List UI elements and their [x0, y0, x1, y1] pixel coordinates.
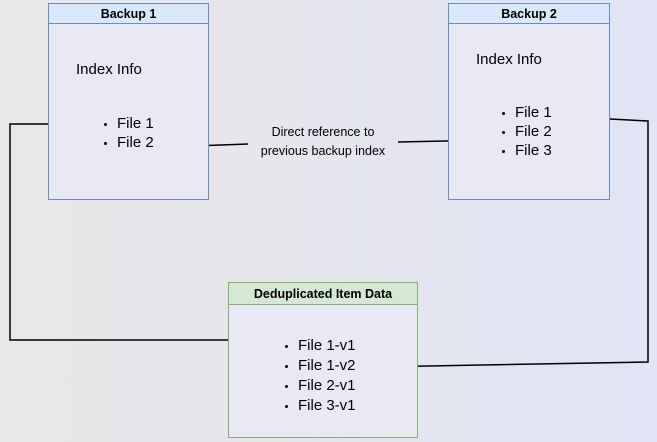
reference-annotation: Direct reference to previous backup inde… — [238, 123, 408, 161]
dedup-file-item: File 1-v1 — [298, 336, 356, 356]
dedup-node: Deduplicated Item Data File 1-v1 File 1-… — [228, 282, 418, 438]
backup2-file-item: File 1 — [515, 103, 552, 122]
backup2-index-info-label: Index Info — [476, 51, 542, 68]
reference-annotation-line1: Direct reference to — [271, 125, 375, 139]
dedup-file-list: File 1-v1 File 1-v2 File 2-v1 File 3-v1 — [229, 336, 356, 416]
backup2-header: Backup 2 — [449, 4, 609, 24]
dedup-title: Deduplicated Item Data — [253, 286, 393, 301]
backup1-title: Backup 1 — [100, 6, 157, 21]
backup2-node: Backup 2 Index Info File 1 File 2 File 3 — [448, 3, 610, 200]
backup2-file-item: File 3 — [515, 141, 552, 160]
reference-annotation-line2: previous backup index — [260, 144, 386, 158]
dedup-file-item: File 1-v2 — [298, 356, 356, 376]
backup2-file-list: File 1 File 2 File 3 — [449, 103, 552, 160]
dedup-file-item: File 3-v1 — [298, 396, 356, 416]
dedup-header: Deduplicated Item Data — [229, 283, 417, 305]
dedup-file-item: File 2-v1 — [298, 376, 356, 396]
backup1-index-info-label: Index Info — [76, 61, 142, 78]
backup2-title: Backup 2 — [501, 6, 557, 21]
backup1-file-item: File 2 — [117, 133, 154, 152]
backup2-file-item: File 2 — [515, 122, 552, 141]
backup1-file-list: File 1 File 2 — [49, 114, 154, 152]
backup1-node: Backup 1 Index Info File 1 File 2 — [48, 3, 209, 200]
backup1-header: Backup 1 — [49, 4, 208, 24]
backup1-file-item: File 1 — [117, 114, 154, 133]
